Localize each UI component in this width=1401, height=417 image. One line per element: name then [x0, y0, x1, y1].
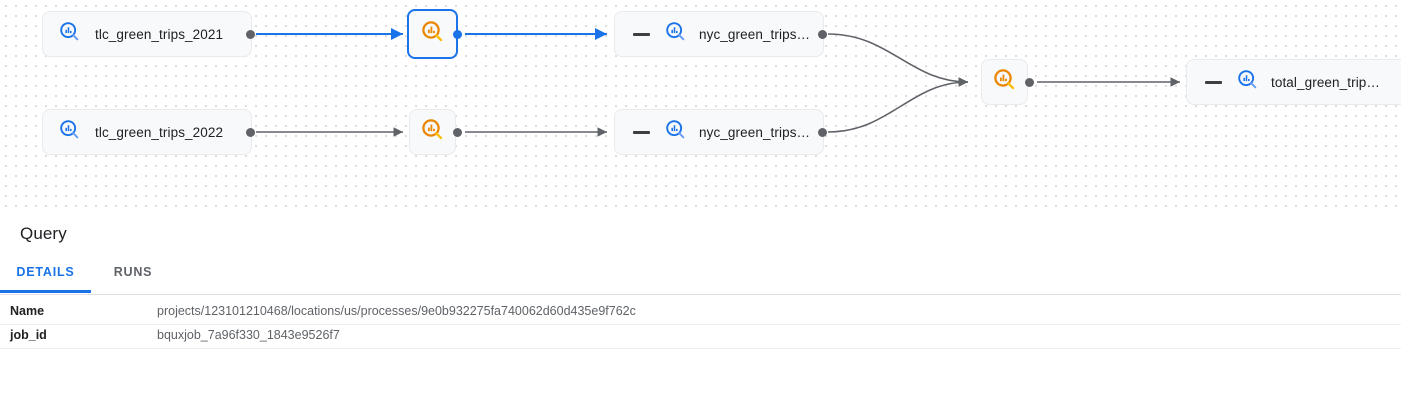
output-port[interactable] [453, 29, 462, 39]
property-value: projects/123101210468/locations/us/proce… [157, 304, 636, 318]
node-label: nyc_green_trips… [699, 124, 811, 140]
collapse-toggle-icon[interactable] [1205, 80, 1222, 84]
bigquery-search-icon [665, 21, 687, 48]
bigquery-search-icon [59, 119, 81, 146]
bigquery-search-icon [665, 119, 687, 146]
property-key: job_id [10, 328, 47, 342]
node-label: total_green_trip… [1271, 74, 1381, 90]
graph-node-process-2[interactable] [409, 109, 456, 155]
node-label: tlc_green_trips_2022 [95, 124, 224, 140]
collapse-toggle-icon[interactable] [633, 32, 650, 36]
tab-runs[interactable]: RUNS [91, 260, 175, 290]
output-port[interactable] [818, 127, 827, 137]
graph-node-tlc-green-trips-2021[interactable]: tlc_green_trips_2021 [42, 11, 252, 57]
lineage-canvas[interactable]: tlc_green_trips_2021 [0, 0, 1401, 207]
tab-bar: DETAILS RUNS [0, 260, 1401, 295]
bigquery-search-icon [59, 21, 81, 48]
property-value: bquxjob_7a96f330_1843e9526f7 [157, 328, 340, 342]
details-panel: Query DETAILS RUNS Name projects/1231012… [0, 207, 1401, 417]
node-label: tlc_green_trips_2021 [95, 26, 224, 42]
graph-node-process-3[interactable] [981, 59, 1028, 105]
tab-details[interactable]: DETAILS [0, 260, 91, 293]
bigquery-process-icon [421, 118, 445, 147]
output-port[interactable] [818, 29, 827, 39]
graph-node-nyc-green-trips-2[interactable]: nyc_green_trips… [614, 109, 824, 155]
output-port[interactable] [246, 127, 255, 137]
property-key: Name [10, 304, 45, 318]
graph-node-tlc-green-trips-2022[interactable]: tlc_green_trips_2022 [42, 109, 252, 155]
panel-title: Query [20, 224, 67, 243]
bigquery-process-icon [993, 68, 1017, 97]
property-row-name: Name projects/123101210468/locations/us/… [0, 301, 1401, 325]
graph-node-process-1[interactable] [407, 9, 458, 59]
graph-node-nyc-green-trips-1[interactable]: nyc_green_trips… [614, 11, 824, 57]
bigquery-search-icon [1237, 69, 1259, 96]
output-port[interactable] [246, 29, 255, 39]
graph-node-total-green-trips[interactable]: total_green_trip… [1186, 59, 1401, 105]
output-port[interactable] [1025, 77, 1034, 87]
output-port[interactable] [453, 127, 462, 137]
bigquery-process-icon [421, 20, 445, 49]
property-row-job-id: job_id bquxjob_7a96f330_1843e9526f7 [0, 325, 1401, 349]
node-label: nyc_green_trips… [699, 26, 811, 42]
collapse-toggle-icon[interactable] [633, 130, 650, 134]
